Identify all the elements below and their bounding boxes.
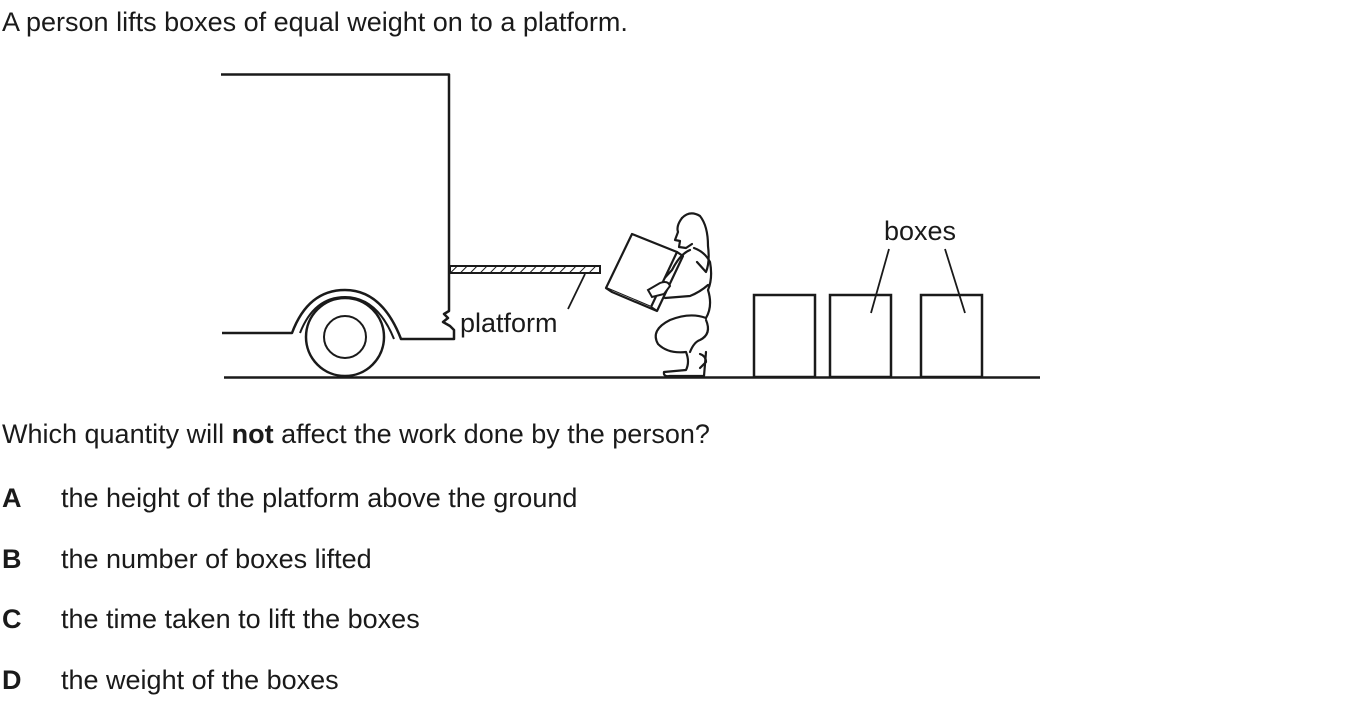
option-letter: C [2,601,61,662]
question-before: Which quantity will [2,419,232,449]
option-letter: A [2,480,61,541]
lifted-box [606,234,683,311]
option-text: the time taken to lift the boxes [61,601,420,662]
answer-options: A the height of the platform above the g… [2,480,577,722]
platform-label: platform [460,308,558,338]
ground-box-1 [754,295,815,377]
boxes-label: boxes [884,216,956,246]
truck-platform-diagram: platform boxes [0,0,1354,400]
question-text: Which quantity will not affect the work … [2,416,710,452]
question-after: affect the work done by the person? [274,419,710,449]
option-text: the height of the platform above the gro… [61,480,577,541]
option-text: the weight of the boxes [61,662,339,722]
option-b[interactable]: B the number of boxes lifted [2,541,577,602]
platform-label-leader [568,274,585,309]
option-letter: D [2,662,61,722]
option-letter: B [2,541,61,602]
option-c[interactable]: C the time taken to lift the boxes [2,601,577,662]
ground-box-2 [830,295,891,377]
platform [450,266,600,273]
option-text: the number of boxes lifted [61,541,372,602]
option-d[interactable]: D the weight of the boxes [2,662,577,722]
truck-wheel [306,298,384,376]
option-a[interactable]: A the height of the platform above the g… [2,480,577,541]
ground-box-3 [921,295,982,377]
question-emphasis: not [232,419,274,449]
